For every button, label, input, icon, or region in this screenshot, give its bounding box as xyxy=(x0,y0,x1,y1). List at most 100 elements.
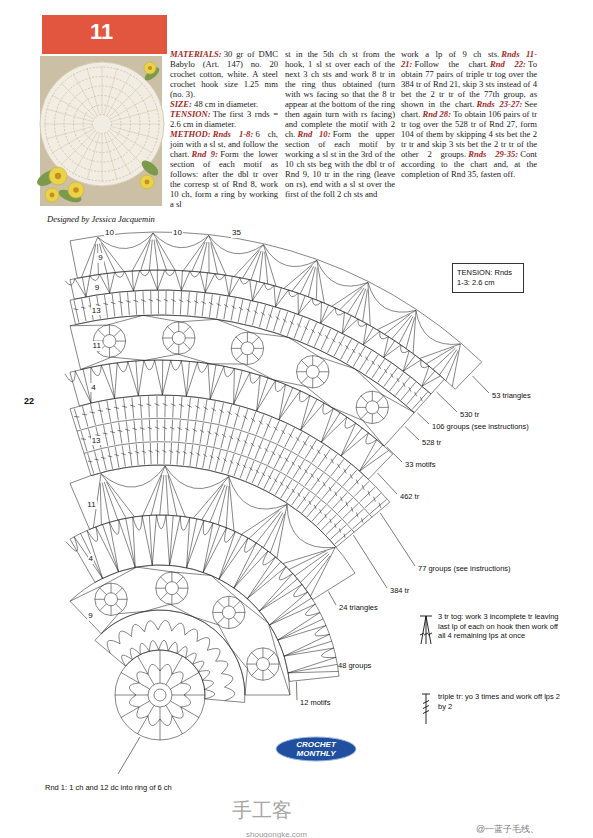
label-holder: 53 triangles xyxy=(492,384,531,402)
stitch-count: 11 xyxy=(86,500,96,510)
instruction-text: Form the upper section of each motif by … xyxy=(285,129,395,199)
count-note: 384 tr xyxy=(390,586,409,595)
chart-lines xyxy=(65,232,482,740)
stitch-count: 10 xyxy=(104,228,115,238)
chart-round xyxy=(70,395,390,547)
leader-line xyxy=(405,427,419,440)
count-note: 462 tr xyxy=(400,492,419,501)
doily-ring xyxy=(93,115,112,134)
label-holder: 106 groups (see instructions) xyxy=(432,415,529,433)
count-note: 106 groups (see instructions) xyxy=(432,422,529,431)
label-holder: 9 xyxy=(87,604,93,622)
flower xyxy=(49,167,67,185)
flower xyxy=(140,175,154,189)
doily-spokes xyxy=(44,66,160,182)
stitch-count: 9 xyxy=(97,253,103,263)
flower-centre xyxy=(55,173,61,179)
legend-text: 3 tr tog: work 3 incomplete tr leaving l… xyxy=(438,612,562,641)
label-holder: 手工客 xyxy=(232,798,292,822)
stitch-count: 9 xyxy=(94,283,100,293)
count-note: 48 groups xyxy=(338,661,371,670)
legend-item: triple tr: yo 3 times and work off lps 2… xyxy=(418,692,562,711)
watermark: shougongke.com xyxy=(246,830,307,838)
chart-round xyxy=(70,290,431,413)
flower-centre xyxy=(145,180,150,185)
symbol-strokes xyxy=(422,694,430,724)
count-note: 24 triangles xyxy=(339,603,378,612)
section-heading: SIZE: xyxy=(170,99,192,109)
chart-round xyxy=(70,315,414,446)
cover-photo xyxy=(35,56,164,206)
chart-round xyxy=(70,232,482,389)
label-holder: 462 tr xyxy=(400,485,419,503)
label-holder: 11 xyxy=(86,493,96,511)
leader-line xyxy=(437,392,457,412)
logo-oval: CROCHET MONTHLY xyxy=(275,736,357,762)
label-holder: Designed by Jessica Jacquemin xyxy=(47,208,155,226)
count-note: 33 motifs xyxy=(405,460,435,469)
flower-centre xyxy=(73,187,79,193)
flower xyxy=(68,182,84,198)
count-note: 528 tr xyxy=(422,438,441,447)
label-holder: 10 xyxy=(172,221,183,239)
section-heading: Rnds 1-8: xyxy=(213,129,254,139)
round-note: Rnd 1: 1 ch and 12 dc into ring of 6 ch xyxy=(45,783,205,792)
tension-note: TENSION: Rnds 1-3: 2.6 cm xyxy=(457,268,519,288)
section-heading: Rnds 23-27: xyxy=(477,99,523,109)
stitch-count: 13 xyxy=(91,306,102,316)
count-note: 77 groups (see instructions) xyxy=(418,564,511,573)
text-column: MATERIALS:30 gr of DMC Babylo (Art. 147)… xyxy=(170,49,278,209)
tension-box: TENSION: Rnds 1-3: 2.6 cm xyxy=(452,263,524,293)
chart-round xyxy=(70,465,355,600)
pattern-number-box: 11 xyxy=(42,15,167,54)
label-holder: 48 groups xyxy=(338,654,371,672)
label-holder: 4 xyxy=(88,547,94,565)
section-heading: MATERIALS: xyxy=(170,49,222,59)
legend-text: triple tr: yo 3 times and work off lps 2… xyxy=(438,692,562,711)
flower-centre xyxy=(148,66,152,70)
section-heading: METHOD: xyxy=(170,129,211,139)
logo-text: CROCHET MONTHLY xyxy=(290,740,342,758)
symbol-strokes xyxy=(420,616,432,644)
label-holder: 9 xyxy=(94,276,100,294)
pattern-number: 11 xyxy=(90,15,167,48)
designer-credit: Designed by Jessica Jacquemin xyxy=(47,214,155,224)
label-holder: 528 tr xyxy=(422,431,441,449)
logo-ellipse xyxy=(276,737,356,761)
text-column: work a lp of 9 ch sts.Rnds 11-21:Follow … xyxy=(401,49,537,179)
text-column: st in the 5th ch st from the hook, 1 sl … xyxy=(285,49,395,199)
label-holder: 35 xyxy=(231,221,242,239)
label-holder: 77 groups (see instructions) xyxy=(418,557,511,575)
leader-line xyxy=(377,473,397,494)
instruction-text: 48 cm in diameter. xyxy=(194,99,258,109)
label-holder: 11 xyxy=(92,334,102,352)
label-holder: 4 xyxy=(90,376,96,394)
stitch-count: 4 xyxy=(88,554,94,564)
stitch-count: 9 xyxy=(87,611,93,621)
label-holder: 13 xyxy=(91,299,102,317)
section-heading: Rnds 29-35: xyxy=(468,149,518,159)
instruction-text: st in the 5th ch st from the hook, 1 sl … xyxy=(285,49,395,139)
count-note: 12 motifs xyxy=(300,698,330,707)
section-heading: Rnd 28: xyxy=(422,109,451,119)
chart-round xyxy=(65,360,393,479)
count-note: 53 triangles xyxy=(492,391,531,400)
instruction-text: work a lp of 9 ch sts. xyxy=(401,49,499,59)
stitch-symbol xyxy=(418,612,434,646)
leader-line xyxy=(328,591,336,605)
label-holder: 530 tr xyxy=(460,403,479,421)
flower-centre xyxy=(50,193,55,198)
centre-rounds xyxy=(115,650,205,740)
stitch-count: 11 xyxy=(92,341,102,351)
leader-line xyxy=(296,682,298,700)
label-holder: 33 motifs xyxy=(405,453,435,471)
label-holder: @一蓝子毛线、 xyxy=(476,818,539,836)
section-heading: Rnd 10: xyxy=(297,129,330,139)
label-holder: 13 xyxy=(91,429,102,447)
label-holder: 22 xyxy=(24,390,34,408)
page-number: 22 xyxy=(24,396,34,407)
leader-lines xyxy=(118,376,489,774)
stitch-count: 4 xyxy=(90,383,96,393)
watermark: 手工客 xyxy=(232,798,292,822)
